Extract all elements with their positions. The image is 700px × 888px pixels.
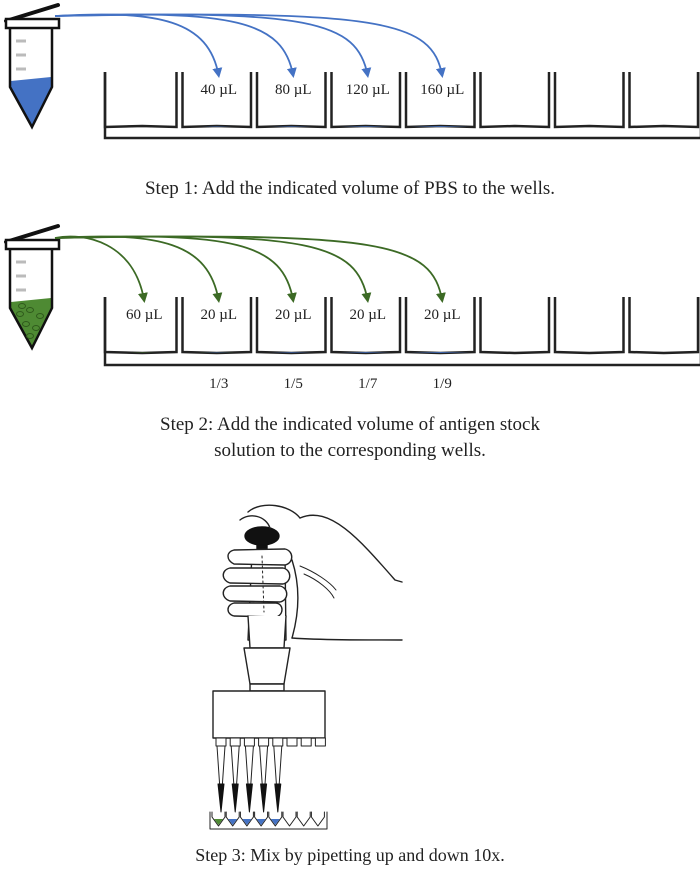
plate-wells (105, 297, 698, 353)
plate-frame (105, 297, 700, 365)
multichannel-pipette-hand-icon (210, 505, 402, 829)
volume-label: 120 µL (346, 82, 390, 98)
pipette-tip-end (246, 784, 252, 812)
tip-holder (287, 738, 297, 746)
step2-dilution-labels: 1/3 1/5 1/7 1/9 (209, 376, 452, 392)
step3-caption: Step 3: Mix by pipetting up and down 10x… (0, 843, 700, 868)
pipette-tip-end (232, 784, 238, 812)
plate-frame (105, 72, 700, 138)
dilution-label: 1/9 (433, 376, 452, 392)
pipette-tip-end (275, 784, 281, 812)
pipette-tip (260, 746, 268, 790)
plate-wells (105, 72, 698, 127)
step2-arrows (55, 236, 442, 301)
volume-label: 20 µL (424, 307, 461, 323)
volume-label: 20 µL (349, 307, 386, 323)
dilution-label: 1/3 (209, 376, 228, 392)
tip-holder (244, 738, 254, 746)
transfer-arrow (55, 236, 219, 301)
transfer-arrow (55, 14, 442, 76)
dilution-label: 1/7 (358, 376, 378, 392)
step1-plate (105, 72, 700, 138)
tip-holder (216, 738, 226, 746)
pipette-tip (274, 746, 282, 790)
transfer-arrow (55, 14, 219, 76)
mini-well (283, 812, 296, 826)
volume-label: 20 µL (275, 307, 312, 323)
mini-well (297, 812, 310, 826)
volume-label: 60 µL (126, 307, 163, 323)
pipette-tip (231, 746, 239, 790)
tube-pbs-icon (6, 5, 59, 127)
pipette-tip-end (261, 784, 267, 812)
volume-label: 80 µL (275, 82, 312, 98)
step2-caption-line2: solution to the corresponding wells. (0, 438, 700, 463)
dilution-label: 1/5 (284, 376, 303, 392)
step2-caption-line1: Step 2: Add the indicated volume of anti… (0, 412, 700, 437)
tip-holder (273, 738, 283, 746)
tip-holder (301, 738, 311, 746)
step2-plate (105, 297, 700, 365)
tip-holder (259, 738, 269, 746)
transfer-arrow (55, 236, 442, 301)
pipette-tip (245, 746, 253, 790)
tip-holder (230, 738, 240, 746)
pipette-tip-end (218, 784, 224, 812)
tube-antigen-icon (6, 226, 59, 348)
step1-caption: Step 1: Add the indicated volume of PBS … (0, 176, 700, 201)
tip-holder (315, 738, 325, 746)
transfer-arrow (55, 14, 368, 76)
transfer-arrow (55, 236, 144, 301)
volume-label: 40 µL (200, 82, 237, 98)
mini-well (311, 812, 324, 826)
tube-rim (6, 19, 59, 28)
pipette-tip (217, 746, 225, 790)
volume-label: 20 µL (200, 307, 237, 323)
volume-label: 160 µL (420, 82, 464, 98)
transfer-arrow (55, 236, 368, 301)
step1-arrows (55, 14, 442, 76)
tube-rim (6, 240, 59, 249)
